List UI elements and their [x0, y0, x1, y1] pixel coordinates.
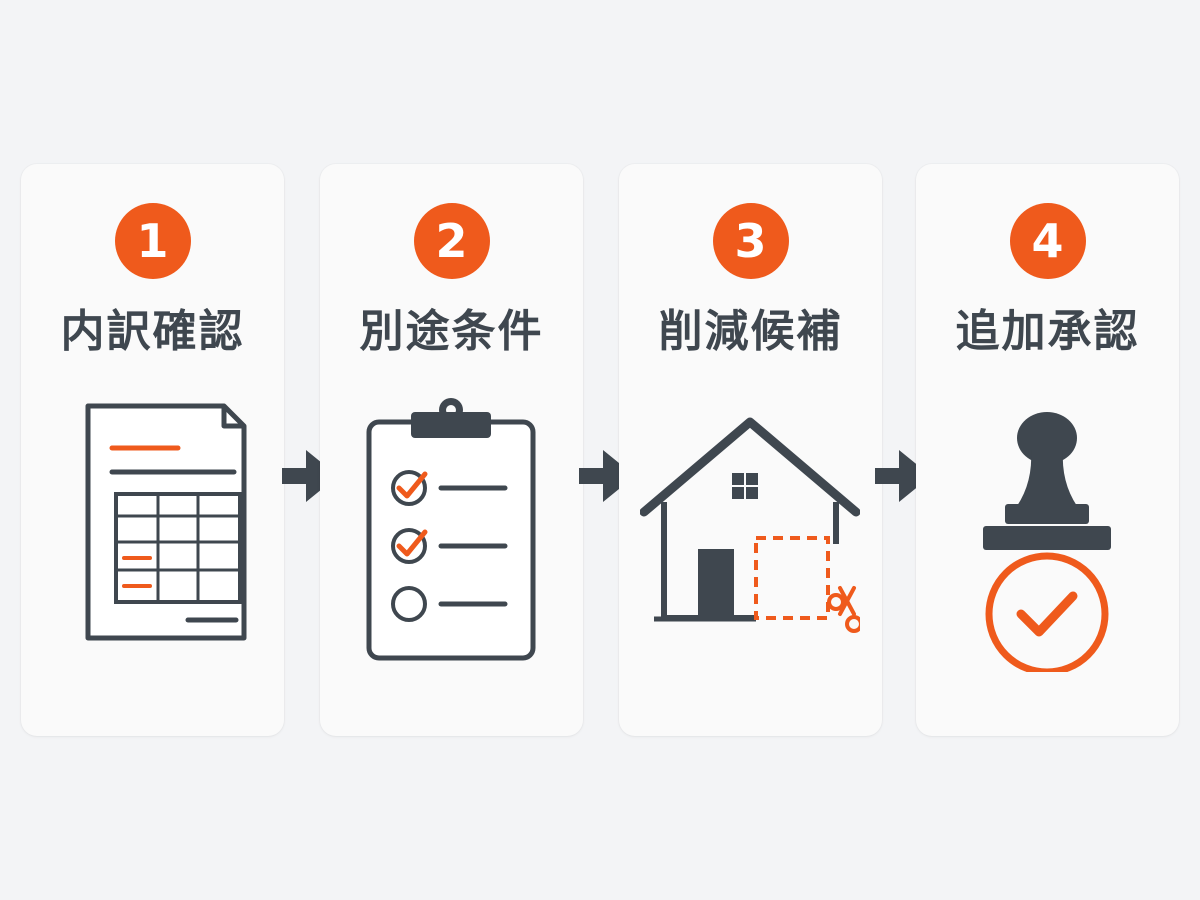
step-number-badge: 2 — [413, 203, 490, 279]
step-card-4: 4 追加承認 — [916, 164, 1179, 736]
step-number-badge: 1 — [114, 203, 191, 279]
step-title: 別途条件 — [359, 306, 544, 357]
stamp-approval-icon — [983, 412, 1111, 672]
step-card-1: 1 内訳確認 — [21, 164, 284, 736]
step-title: 削減候補 — [658, 306, 843, 357]
step-title: 追加承認 — [955, 306, 1140, 357]
step-card-2: 2 別途条件 — [320, 164, 583, 736]
step-card-3: 3 削減候補 — [619, 164, 882, 736]
clipboard-checklist-icon — [366, 398, 536, 661]
step-title: 内訳確認 — [60, 306, 245, 357]
step-number-badge: 4 — [1009, 203, 1086, 279]
arrow-right-icon — [579, 450, 635, 502]
arrow-right-icon — [282, 450, 338, 502]
step-number-badge: 3 — [712, 203, 789, 279]
house-cut-icon — [640, 417, 860, 633]
arrow-right-icon — [875, 450, 931, 502]
document-table-icon — [85, 403, 247, 641]
